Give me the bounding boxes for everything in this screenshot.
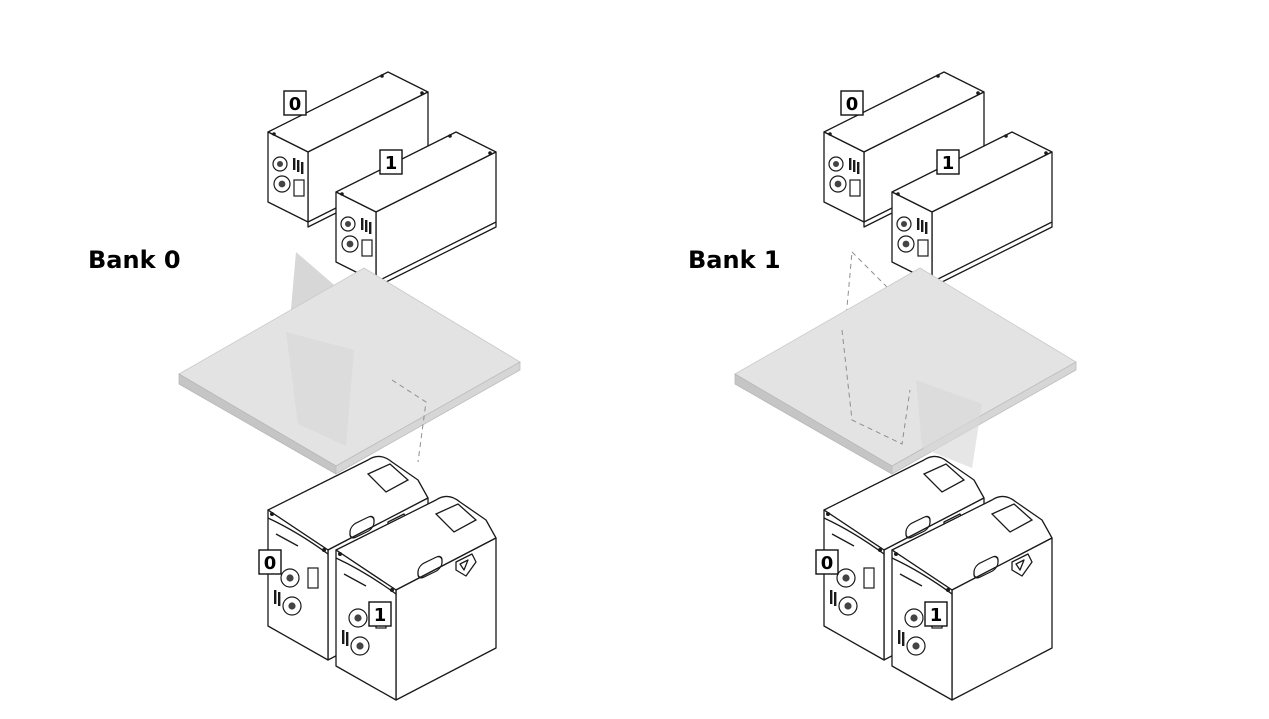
bank-0-bottom-sensor-1-tag: 1	[368, 601, 392, 627]
bank-1-laser-sheet-lower	[916, 380, 982, 468]
bank-0-top-sensor-1-tag: 1	[379, 149, 403, 175]
bank-0-bottom-sensor-0-tag: 0	[258, 549, 282, 575]
bank-1-label: Bank 1	[688, 246, 781, 274]
bank-1-top-sensor-0-tag: 0	[840, 90, 864, 116]
bank-0-label: Bank 0	[88, 246, 181, 274]
bank-1-top-sensor-1-tag: 1	[936, 149, 960, 175]
svg-text:1: 1	[385, 153, 398, 174]
svg-text:0: 0	[821, 553, 834, 574]
svg-text:1: 1	[374, 605, 387, 626]
bank-1-part-plate	[734, 267, 1077, 475]
bank-0-laser-sheet-lower	[286, 332, 354, 446]
bank-1-bottom-sensor-0-tag: 0	[815, 549, 839, 575]
bank-1-group: Bank 1 0 1	[688, 71, 1077, 701]
bank-0-group: Bank 0 0 1	[88, 71, 521, 701]
svg-text:0: 0	[846, 94, 859, 115]
svg-text:0: 0	[289, 94, 302, 115]
bank-0-top-sensor-0-tag: 0	[283, 90, 307, 116]
svg-text:1: 1	[942, 153, 955, 174]
bank-1-bottom-sensor-1-tag: 1	[924, 601, 948, 627]
svg-text:1: 1	[930, 605, 943, 626]
svg-text:0: 0	[264, 553, 277, 574]
